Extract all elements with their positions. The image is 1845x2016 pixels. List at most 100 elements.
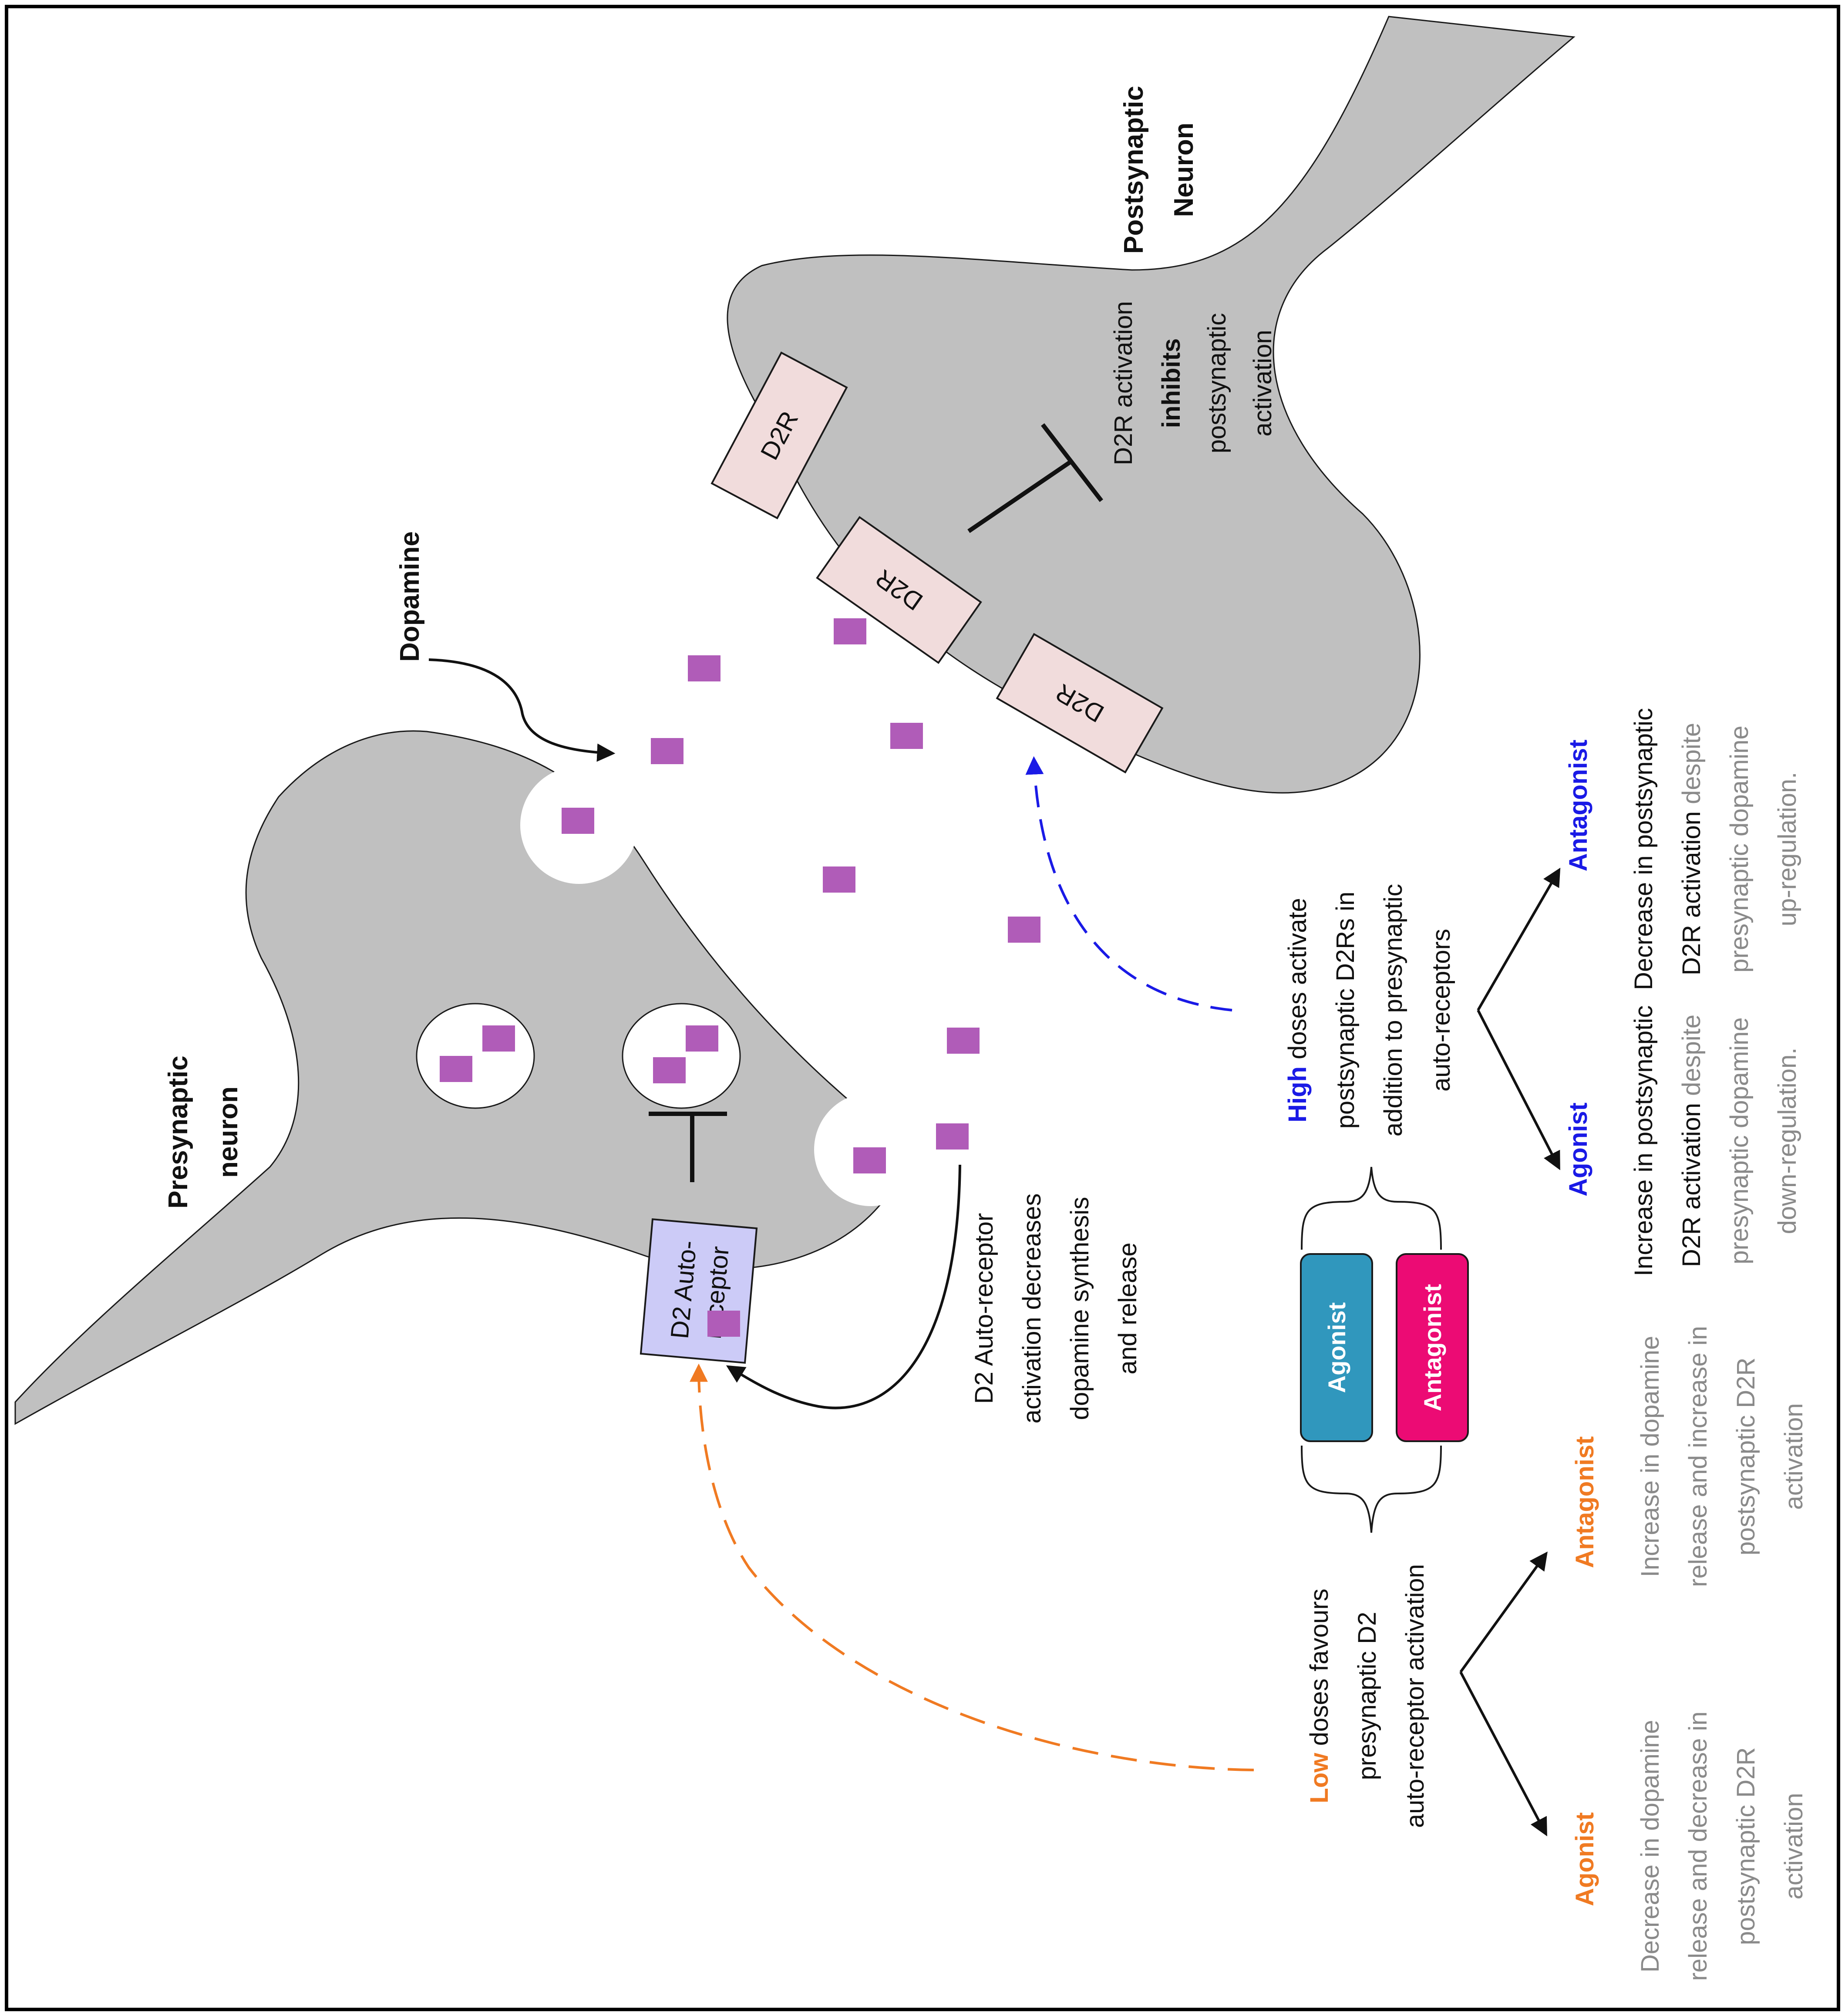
- low-antagonist-title: Antagonist: [1571, 1436, 1599, 1568]
- agonist-box: Agonist: [1300, 1253, 1373, 1442]
- high-agonist-line3: presynaptic dopamine: [1725, 1017, 1754, 1264]
- low-agonist-result: Agonist: [1571, 1812, 1599, 1906]
- high-antagonist-line2: D2R activation: [1677, 811, 1706, 975]
- dopamine-molecule: [1008, 917, 1040, 943]
- autoreceptor-effect-line: dopamine synthesis: [1066, 1197, 1094, 1420]
- high-antagonist-line1: Decrease in postsynaptic: [1630, 708, 1658, 990]
- antagonist-box-label: Antagonist: [1419, 1284, 1446, 1411]
- postsynaptic-effect-text: D2R activation inhibits postsynaptic act…: [1109, 301, 1277, 465]
- vesicle: [416, 1003, 535, 1109]
- release-feedback-arrow: [726, 1164, 961, 1409]
- low-antagonist-description: Increase in dopamine release and increas…: [1636, 1326, 1808, 1587]
- high-dose-line4: auto-receptors: [1427, 929, 1455, 1092]
- high-antagonist-title: Antagonist: [1564, 740, 1592, 872]
- high-antagonist-line4: up-regulation.: [1773, 772, 1801, 927]
- svg-text:D2R activation despite: D2R activation despite: [1677, 723, 1706, 975]
- low-antagonist-line: postsynaptic D2R: [1732, 1358, 1760, 1556]
- low-dose-arrow: [690, 1363, 1254, 1771]
- high-agonist-line2-grey: despite: [1677, 1015, 1706, 1103]
- low-dose-branch: [1459, 1551, 1548, 1837]
- autoreceptor-effect-text: D2 Auto-receptor activation decreases do…: [970, 1193, 1142, 1424]
- low-dose-brace: [1301, 1445, 1442, 1533]
- dopamine-molecule: [653, 1057, 686, 1083]
- postsynaptic-label-line1: Postsynaptic: [1119, 86, 1149, 254]
- low-dose-keyword: Low: [1305, 1753, 1333, 1804]
- dopamine-molecule: [834, 618, 866, 644]
- high-dose-line1: doses activate: [1283, 898, 1312, 1066]
- vesicle: [622, 1003, 741, 1109]
- dopamine-molecule: [890, 723, 923, 749]
- high-antagonist-line2-grey: despite: [1677, 723, 1706, 811]
- dopamine-molecule: [936, 1123, 969, 1150]
- low-dose-line2: presynaptic D2: [1353, 1612, 1381, 1780]
- high-agonist-title: Agonist: [1564, 1102, 1592, 1197]
- autoreceptor-effect-line: activation decreases: [1018, 1193, 1046, 1424]
- label-presynaptic: Presynaptic neuron: [163, 1055, 243, 1209]
- autoreceptor-effect-line: and release: [1114, 1242, 1142, 1374]
- low-agonist-title: Agonist: [1571, 1812, 1599, 1906]
- dopamine-molecule: [688, 655, 720, 681]
- d2r-receptor-top: D2R: [710, 351, 848, 519]
- d2r-receptor-bottom: D2R: [996, 633, 1164, 774]
- low-dose-text: Low doses favours presynaptic D2 auto-re…: [1305, 1564, 1429, 1828]
- postsynaptic-effect-line3: postsynaptic: [1203, 313, 1231, 453]
- low-agonist-line: release and decrease in: [1684, 1711, 1712, 1981]
- presynaptic-label-line2: neuron: [213, 1086, 243, 1178]
- label-dopamine: Dopamine: [395, 531, 425, 662]
- low-agonist-description: Decrease in dopamine release and decreas…: [1636, 1711, 1808, 1981]
- autoreceptor-effect-line: D2 Auto-receptor: [970, 1213, 998, 1404]
- antagonist-box: Antagonist: [1396, 1253, 1469, 1442]
- low-agonist-line: Decrease in dopamine: [1636, 1720, 1664, 1972]
- dopamine-pointer-arrow: [428, 658, 616, 762]
- high-dose-keyword: High: [1283, 1066, 1312, 1123]
- high-dose-line3: addition to presynaptic: [1379, 884, 1407, 1136]
- dopamine-molecule: [707, 1311, 740, 1337]
- svg-text:Low doses favours: Low doses favours: [1305, 1588, 1333, 1803]
- postsynaptic-label-line2: Neuron: [1169, 123, 1199, 217]
- high-antagonist-description: Decrease in postsynaptic D2R activation …: [1630, 708, 1801, 990]
- agonist-box-label: Agonist: [1323, 1302, 1350, 1393]
- postsynaptic-effect-line1: D2R activation: [1109, 301, 1138, 465]
- dopamine-molecule: [853, 1147, 886, 1173]
- dopamine-molecule: [482, 1025, 515, 1052]
- postsynaptic-effect-line4: activation: [1249, 330, 1277, 436]
- high-agonist-line2: D2R activation: [1677, 1103, 1706, 1267]
- postsynaptic-inhibition-stem: [967, 459, 1072, 533]
- high-antagonist-result: Antagonist: [1564, 740, 1592, 872]
- high-agonist-line4: down-regulation.: [1773, 1048, 1801, 1234]
- label-postsynaptic: Postsynaptic Neuron: [1119, 86, 1199, 254]
- high-agonist-description: Increase in postsynaptic D2R activation …: [1630, 1005, 1801, 1276]
- high-dose-arrow-dashed: [1025, 756, 1232, 1011]
- dopamine-molecule: [651, 738, 683, 764]
- low-agonist-line: postsynaptic D2R: [1732, 1747, 1760, 1945]
- postsynaptic-effect-bold: inhibits: [1157, 338, 1185, 428]
- high-dose-text: High doses activate postsynaptic D2Rs in…: [1283, 884, 1455, 1136]
- high-dose-brace: [1301, 1166, 1442, 1250]
- dopamine-molecule: [823, 866, 855, 893]
- presynaptic-label-line1: Presynaptic: [163, 1055, 193, 1209]
- low-antagonist-line: activation: [1780, 1403, 1808, 1510]
- low-dose-line3: auto-receptor activation: [1401, 1564, 1429, 1828]
- dopamine-molecule: [947, 1028, 980, 1054]
- high-antagonist-line3: presynaptic dopamine: [1725, 725, 1754, 972]
- high-agonist-result: Agonist: [1564, 1102, 1592, 1197]
- low-agonist-line: activation: [1780, 1793, 1808, 1899]
- dopamine-label: Dopamine: [395, 531, 425, 662]
- d2-autoreceptor: D2 Auto- receptor: [640, 1218, 758, 1364]
- high-dose-line2: postsynaptic D2Rs in: [1331, 892, 1360, 1129]
- high-agonist-line1: Increase in postsynaptic: [1630, 1005, 1658, 1276]
- dopamine-molecule: [686, 1025, 718, 1052]
- low-dose-line1: doses favours: [1305, 1588, 1333, 1753]
- postsynaptic-inhibition-bar: [1041, 423, 1103, 502]
- dopamine-molecules: [440, 618, 1040, 1337]
- high-dose-branch: [1477, 867, 1561, 1170]
- low-antagonist-result: Antagonist: [1571, 1436, 1599, 1568]
- d2r-receptor-middle: D2R: [816, 516, 982, 664]
- svg-text:High doses activate: High doses activate: [1283, 898, 1312, 1123]
- svg-text:D2R activation despite: D2R activation despite: [1677, 1015, 1706, 1267]
- dopamine-molecule: [440, 1056, 472, 1082]
- dopamine-molecule: [562, 808, 594, 834]
- low-antagonist-line: Increase in dopamine: [1636, 1336, 1664, 1578]
- low-antagonist-line: release and increase in: [1684, 1326, 1712, 1587]
